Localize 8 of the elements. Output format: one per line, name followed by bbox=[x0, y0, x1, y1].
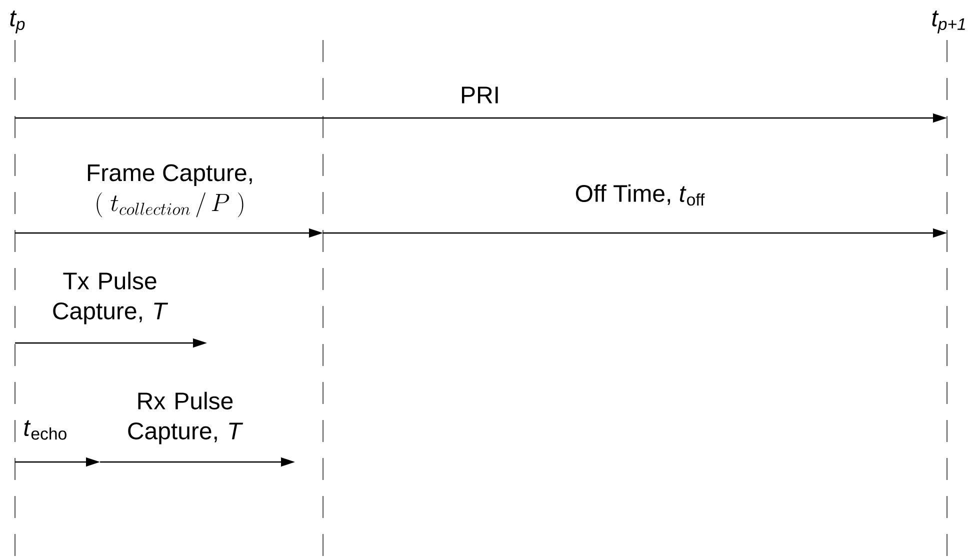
label: Off Time, t$_{off}$ bbox=[576, 184, 705, 206]
label: PRI bbox=[462, 86, 498, 104]
label: t$_{echo}$ bbox=[24, 420, 66, 440]
label: Tx Pulse Capture, T bbox=[53, 272, 168, 324]
label: t$_{p+1}$ bbox=[932, 10, 965, 34]
label: t$_{p}$ bbox=[10, 10, 25, 34]
label: Rx Pulse Capture, T bbox=[128, 392, 244, 444]
label: $\begin{array}{c}\text{Frame Capture,}\\ (\; t_{collection} \,/\, P \;)\end{array}$ bbox=[88, 164, 252, 218]
